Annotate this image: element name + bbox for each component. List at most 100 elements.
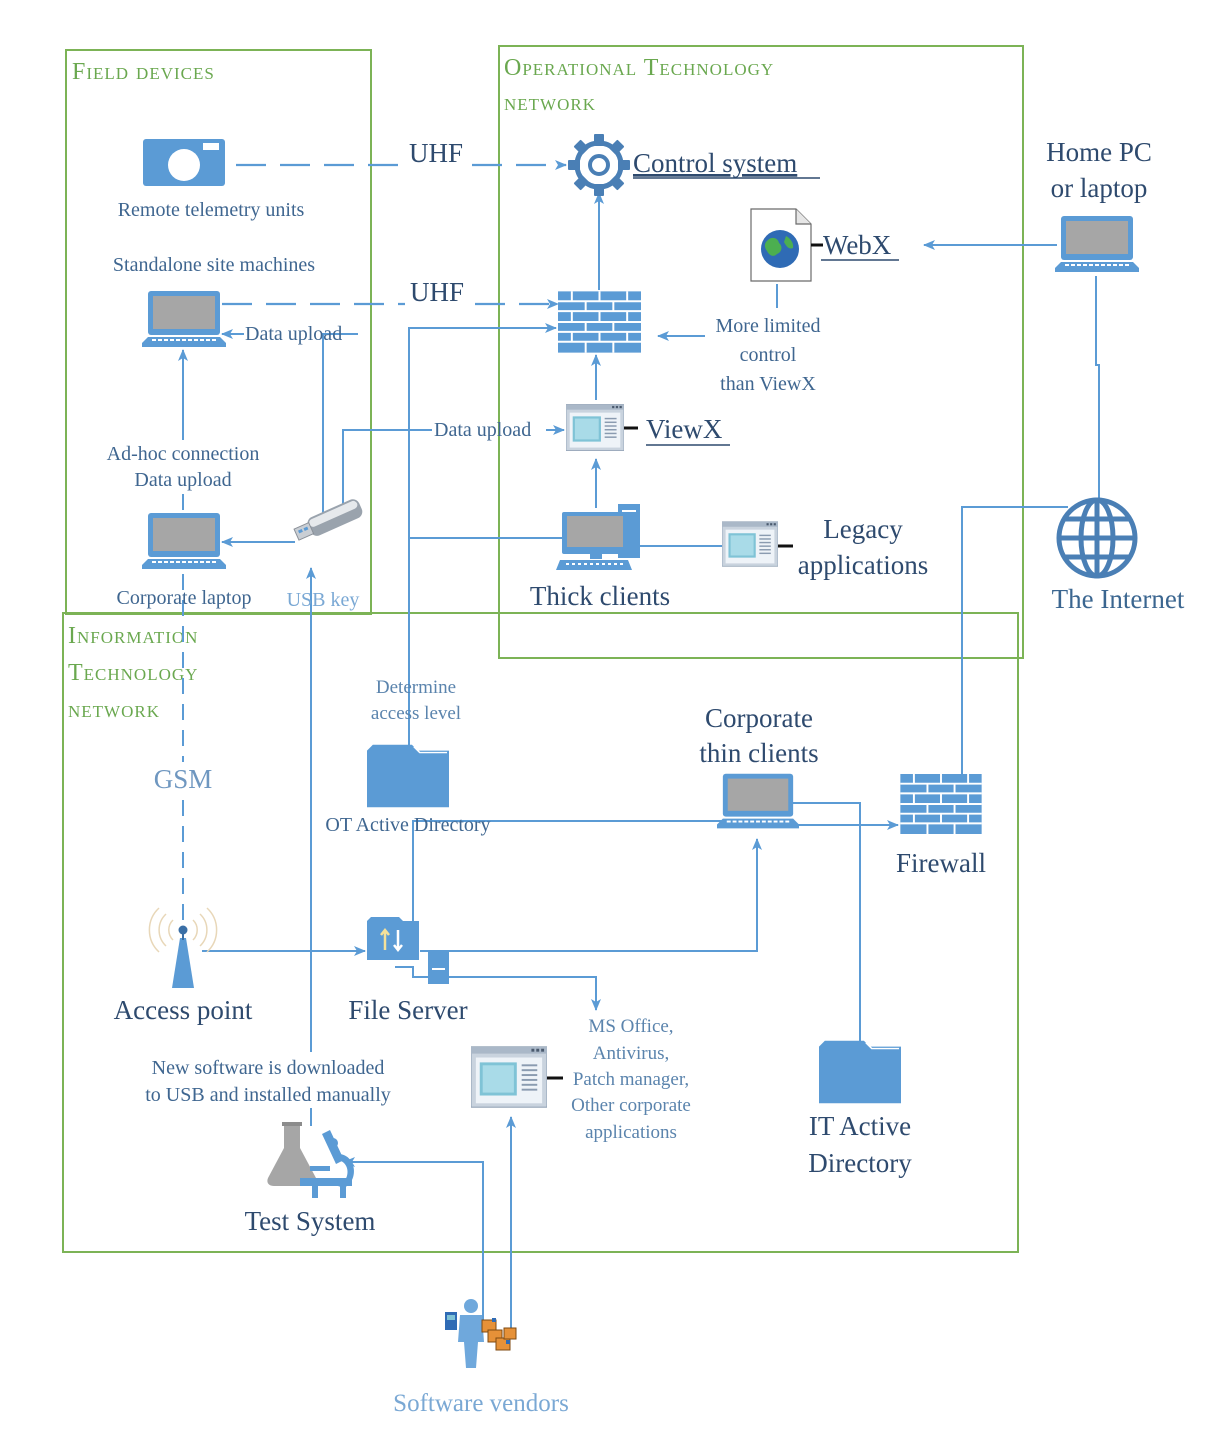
application-window-icon bbox=[566, 404, 624, 451]
access-point-label: Access point bbox=[114, 995, 253, 1025]
internet-node: The Internet bbox=[1052, 497, 1185, 614]
ot-network-title-line2: network bbox=[504, 90, 596, 116]
firewall-label: Firewall bbox=[896, 848, 986, 878]
home-pc-label-line2: or laptop bbox=[1051, 173, 1148, 203]
folder-icon bbox=[367, 744, 449, 808]
legacy-label-line1: Legacy bbox=[823, 514, 903, 544]
laptop-icon bbox=[142, 291, 226, 347]
folder-icon bbox=[819, 1039, 901, 1105]
field-devices-title: Field devices bbox=[72, 59, 215, 85]
office-label-line4: Other corporate bbox=[571, 1095, 691, 1116]
edges bbox=[178, 160, 1100, 1332]
ot-ad-label: OT Active Directory bbox=[325, 814, 490, 836]
access-point-node: Access point bbox=[114, 907, 253, 1025]
it-network-title-line1: Information bbox=[68, 623, 198, 649]
determine-label-line1: Determine bbox=[376, 677, 456, 698]
edge-thin-itad bbox=[793, 802, 861, 1043]
corp-thin-node: Corporate thin clients bbox=[699, 703, 819, 829]
data-upload-viewx-label: Data upload bbox=[434, 419, 531, 441]
it-firewall-node: Firewall bbox=[896, 774, 986, 878]
ot-firewall-icon bbox=[558, 291, 641, 353]
viewx-node: ViewX bbox=[566, 404, 730, 451]
adhoc-label-line1: Ad-hoc connection bbox=[107, 443, 260, 465]
edge-vendor-test bbox=[343, 1157, 484, 1332]
edge-fileserver-office bbox=[395, 966, 601, 1011]
legacy-label-line2: applications bbox=[798, 550, 928, 580]
it-ad-label-line1: IT Active bbox=[809, 1111, 911, 1141]
viewx-label: ViewX bbox=[646, 414, 723, 444]
software-vendors-node: Software vendors bbox=[393, 1299, 569, 1417]
edge-homepc-internet bbox=[1095, 276, 1100, 500]
control-system-node: Control system bbox=[568, 134, 820, 196]
office-label-line3: Patch manager, bbox=[573, 1069, 689, 1090]
office-label-line2: Antivirus, bbox=[593, 1043, 670, 1064]
file-server-node: File Server bbox=[348, 917, 468, 1025]
adhoc-label-line2: Data upload bbox=[134, 469, 231, 491]
new-software-label-line1: New software is downloaded bbox=[152, 1057, 385, 1079]
thick-clients-label: Thick clients bbox=[530, 581, 670, 611]
rtu-label: Remote telemetry units bbox=[118, 199, 305, 221]
usb-key-node: USB key bbox=[287, 499, 363, 611]
corporate-laptop-label: Corporate laptop bbox=[117, 587, 252, 609]
edge-usb-standalone-a bbox=[322, 333, 358, 520]
file-server-label: File Server bbox=[348, 995, 467, 1025]
it-network-title-line2: Technology bbox=[68, 660, 198, 686]
application-window-icon bbox=[722, 521, 778, 567]
ot-ad-node: OT Active Directory bbox=[325, 744, 491, 836]
corp-thin-label-line2: thin clients bbox=[699, 738, 818, 768]
file-server-icon bbox=[367, 917, 449, 984]
it-network-box bbox=[62, 612, 1019, 1253]
internet-label: The Internet bbox=[1052, 584, 1185, 614]
antenna-icon bbox=[148, 907, 218, 988]
it-ad-node: IT Active Directory bbox=[808, 1039, 912, 1178]
it-network-title-line3: network bbox=[68, 697, 160, 723]
usb-key-label: USB key bbox=[287, 589, 360, 611]
edge-usb-viewx-a bbox=[342, 429, 432, 516]
it-ad-label-line2: Directory bbox=[808, 1148, 912, 1178]
person-with-packages-icon bbox=[445, 1299, 517, 1368]
desktop-computer-icon bbox=[556, 504, 640, 570]
usb-key-icon bbox=[293, 499, 363, 541]
office-apps-node bbox=[471, 1046, 563, 1108]
home-pc-node: Home PC or laptop bbox=[1046, 137, 1152, 272]
corporate-laptop-node: Corporate laptop bbox=[117, 513, 252, 609]
laptop-icon bbox=[717, 773, 799, 829]
test-system-label: Test System bbox=[245, 1206, 376, 1236]
laptop-icon bbox=[142, 513, 226, 569]
application-window-icon bbox=[471, 1046, 547, 1108]
legacy-node: Legacy applications bbox=[722, 514, 928, 580]
gear-icon bbox=[568, 134, 630, 196]
data-upload-standalone-label: Data upload bbox=[245, 323, 342, 345]
laptop-icon bbox=[1055, 216, 1139, 272]
rtu-node: Remote telemetry units bbox=[118, 139, 305, 221]
edge-fileserver-thin bbox=[420, 838, 762, 952]
limited-label-line2: control bbox=[740, 344, 797, 366]
limited-label-line1: More limited bbox=[716, 315, 821, 337]
brick-firewall-icon bbox=[900, 774, 982, 834]
camera-icon bbox=[143, 139, 225, 186]
control-system-label: Control system bbox=[633, 148, 797, 178]
edge-internet-firewall bbox=[961, 506, 1068, 774]
ot-network-box bbox=[498, 45, 1024, 659]
uhf-label-mid: UHF bbox=[410, 277, 464, 307]
webx-node: WebX bbox=[750, 208, 899, 282]
uhf-label-top: UHF bbox=[409, 138, 463, 168]
determine-label-line2: access level bbox=[371, 703, 461, 724]
new-software-label-line2: to USB and installed manually bbox=[145, 1084, 391, 1106]
test-system-node: Test System bbox=[245, 1122, 376, 1236]
thick-clients-node: Thick clients bbox=[530, 504, 670, 611]
limited-label-line3: than ViewX bbox=[720, 373, 816, 395]
lab-flask-microscope-icon bbox=[267, 1122, 355, 1198]
gsm-label: GSM bbox=[154, 764, 213, 794]
ot-network-title-line1: Operational Technology bbox=[504, 55, 774, 81]
corp-thin-label-line1: Corporate bbox=[705, 703, 813, 733]
office-label-line1: MS Office, bbox=[588, 1016, 673, 1037]
edge-otad-firewall bbox=[408, 323, 557, 748]
standalone-node: Standalone site machines bbox=[113, 254, 315, 347]
globe-icon bbox=[1056, 497, 1138, 579]
home-pc-label-line1: Home PC bbox=[1046, 137, 1152, 167]
office-label-line5: applications bbox=[585, 1122, 677, 1143]
webx-label: WebX bbox=[823, 230, 892, 260]
software-vendors-label: Software vendors bbox=[393, 1390, 569, 1417]
